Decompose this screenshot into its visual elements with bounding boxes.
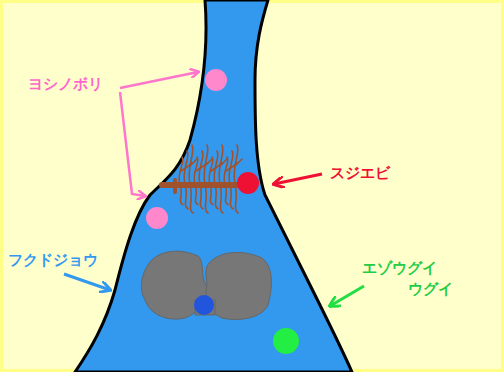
river: [75, 0, 352, 372]
goby-dot: [146, 207, 168, 229]
species-label: スジエビ: [330, 165, 390, 182]
dace-dot: [273, 328, 299, 354]
shrimp-dot: [237, 172, 259, 194]
species-label: エゾウグイ: [362, 260, 437, 277]
leader-line: [120, 92, 145, 196]
species-label: ウグイ: [408, 281, 453, 298]
species-label: ヨシノボリ: [28, 76, 103, 93]
species-label: フクドジョウ: [8, 252, 98, 269]
rocks: [141, 251, 271, 319]
leader-line: [330, 286, 364, 306]
leader-line: [274, 174, 322, 184]
leader-line: [120, 72, 198, 88]
leader-line: [64, 274, 110, 290]
loach-dot: [194, 295, 214, 315]
sunken-tree: [162, 145, 242, 213]
goby-dot: [205, 69, 227, 91]
